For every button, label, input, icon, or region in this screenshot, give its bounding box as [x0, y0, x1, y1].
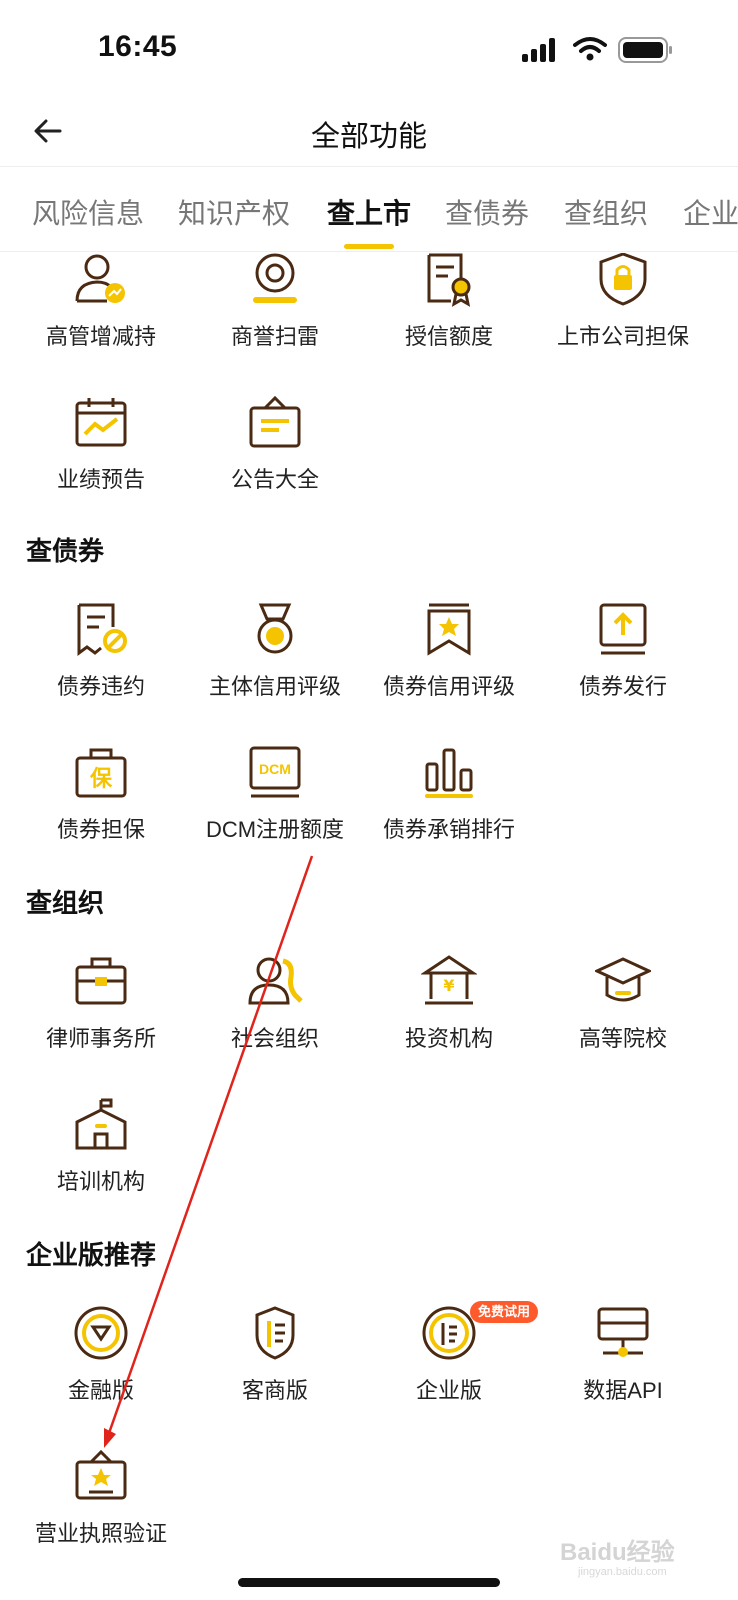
feature-label: 企业版: [415, 1378, 482, 1403]
finance-emblem-icon: [74, 1306, 128, 1360]
graduation-cap-icon: [595, 957, 651, 1002]
feature-label: 律师事务所: [45, 1026, 156, 1051]
feature-label: DCM注册额度: [205, 817, 345, 842]
section-title-bonds: 查债券: [26, 536, 105, 566]
star-bookmark-icon: [427, 603, 471, 656]
cellular-signal-icon: [522, 38, 555, 62]
yen-glyph: ¥: [443, 976, 454, 995]
section-title-organizations: 查组织: [26, 888, 105, 918]
upload-screen-icon: [599, 603, 647, 655]
home-indicator[interactable]: [238, 1578, 500, 1587]
feature-data-api[interactable]: 数据API: [534, 1305, 712, 1425]
feature-label: 授信额度: [404, 324, 493, 349]
watermark-brand: Baidu经验: [560, 1539, 675, 1566]
document-ban-icon: [77, 603, 127, 656]
bank-icon: ¥: [421, 955, 477, 1005]
feature-label: 债券发行: [578, 674, 667, 699]
feature-label: 公告大全: [230, 467, 319, 492]
feature-label: 主体信用评级: [208, 674, 341, 699]
feature-universities[interactable]: 高等院校: [534, 953, 712, 1073]
person-chart-icon: [75, 254, 125, 303]
nav-bar: 全部功能: [0, 95, 738, 167]
feature-listed-company-guarantee[interactable]: 上市公司担保: [534, 253, 712, 371]
feature-business-license-verification[interactable]: 营业执照验证: [12, 1448, 190, 1568]
enterprise-emblem-icon: [422, 1306, 476, 1360]
target-icon: [253, 253, 297, 303]
feature-finance-edition[interactable]: 金融版: [12, 1305, 190, 1425]
active-tab-indicator: [344, 244, 394, 249]
people-icon: [248, 957, 303, 1005]
feature-announcements[interactable]: 公告大全: [186, 394, 364, 514]
feature-underwriting-ranking[interactable]: 债券承销排行: [360, 744, 538, 864]
tab-bonds[interactable]: 查债券: [445, 198, 530, 229]
feature-issuer-credit-rating[interactable]: 主体信用评级: [186, 601, 364, 721]
tab-listed-companies[interactable]: 查上市: [327, 198, 412, 229]
status-time: 16:45: [98, 30, 178, 63]
feature-social-organizations[interactable]: 社会组织: [186, 953, 364, 1073]
feature-goodwill-scan[interactable]: 商誉扫雷: [186, 253, 364, 371]
feature-label: 投资机构: [404, 1026, 493, 1051]
feature-law-firms[interactable]: 律师事务所: [12, 953, 190, 1073]
feature-enterprise-edition[interactable]: 免费试用 企业版: [360, 1301, 539, 1425]
guarantee-glyph: 保: [89, 767, 113, 792]
feature-label: 数据API: [583, 1378, 663, 1403]
feature-label: 金融版: [67, 1378, 134, 1403]
feature-label: 业绩预告: [56, 467, 145, 492]
feature-training-institutions[interactable]: 培训机构: [12, 1096, 190, 1216]
feature-label: 客商版: [241, 1378, 308, 1403]
calendar-chart-icon: [75, 398, 127, 447]
feature-investment-institutions[interactable]: ¥ 投资机构: [360, 953, 538, 1073]
dcm-glyph: DCM: [259, 761, 291, 777]
tab-organizations[interactable]: 查组织: [564, 198, 649, 229]
status-bar: 16:45: [0, 0, 738, 95]
feature-label: 商誉扫雷: [230, 324, 319, 349]
license-star-icon: [75, 1449, 127, 1500]
category-tab-bar: 风险信息 知识产权 查上市 查债券 查组织 企业: [0, 168, 738, 252]
wifi-icon: [573, 37, 607, 61]
briefcase-icon: [75, 957, 127, 1005]
watermark-url: jingyan.baidu.com: [578, 1566, 667, 1578]
feature-credit-limit[interactable]: 授信额度: [360, 253, 538, 371]
tab-risk-info[interactable]: 风险信息: [32, 198, 145, 229]
feature-merchant-edition[interactable]: 客商版: [186, 1305, 364, 1425]
feature-bond-issuance[interactable]: 债券发行: [534, 601, 712, 721]
certificate-icon: [427, 253, 471, 307]
guarantee-bag-icon: 保: [75, 748, 127, 798]
feature-executive-shareholding[interactable]: 高管增减持: [12, 253, 190, 371]
feature-label: 营业执照验证: [34, 1521, 167, 1546]
feature-label: 上市公司担保: [556, 324, 689, 349]
feature-label: 社会组织: [230, 1026, 319, 1051]
feature-label: 高等院校: [578, 1026, 667, 1051]
feature-label: 培训机构: [56, 1169, 145, 1194]
free-trial-badge: 免费试用: [470, 1301, 539, 1323]
feature-label: 债券承销排行: [382, 817, 515, 842]
feature-label: 债券信用评级: [382, 674, 515, 699]
feature-bond-default[interactable]: 债券违约: [12, 601, 190, 721]
dcm-screen-icon: DCM: [249, 746, 301, 798]
tab-enterprise[interactable]: 企业: [683, 198, 738, 229]
back-arrow-icon[interactable]: [30, 113, 66, 149]
medal-icon: [257, 603, 293, 654]
school-building-icon: [75, 1098, 127, 1150]
shield-lock-icon: [599, 253, 647, 306]
feature-label: 债券违约: [56, 674, 145, 699]
section-title-enterprise-recommend: 企业版推荐: [26, 1240, 157, 1270]
tab-intellectual-property[interactable]: 知识产权: [178, 198, 291, 229]
feature-bond-guarantee[interactable]: 保 债券担保: [12, 744, 190, 864]
merchant-shield-icon: [255, 1306, 295, 1360]
battery-icon: [618, 37, 672, 63]
feature-grid: 高管增减持 商誉扫雷 授信额度 上市公司担保 业绩: [0, 253, 738, 1600]
server-api-icon: [597, 1307, 649, 1357]
feature-dcm-registration[interactable]: DCM DCM注册额度: [186, 744, 364, 864]
notice-board-icon: [249, 395, 301, 448]
feature-label: 高管增减持: [45, 324, 156, 349]
feature-earnings-forecast[interactable]: 业绩预告: [12, 394, 190, 514]
feature-label: 债券担保: [56, 817, 145, 842]
page-title: 全部功能: [310, 121, 427, 153]
feature-bond-credit-rating[interactable]: 债券信用评级: [360, 601, 538, 721]
bar-chart-icon: [425, 748, 473, 798]
